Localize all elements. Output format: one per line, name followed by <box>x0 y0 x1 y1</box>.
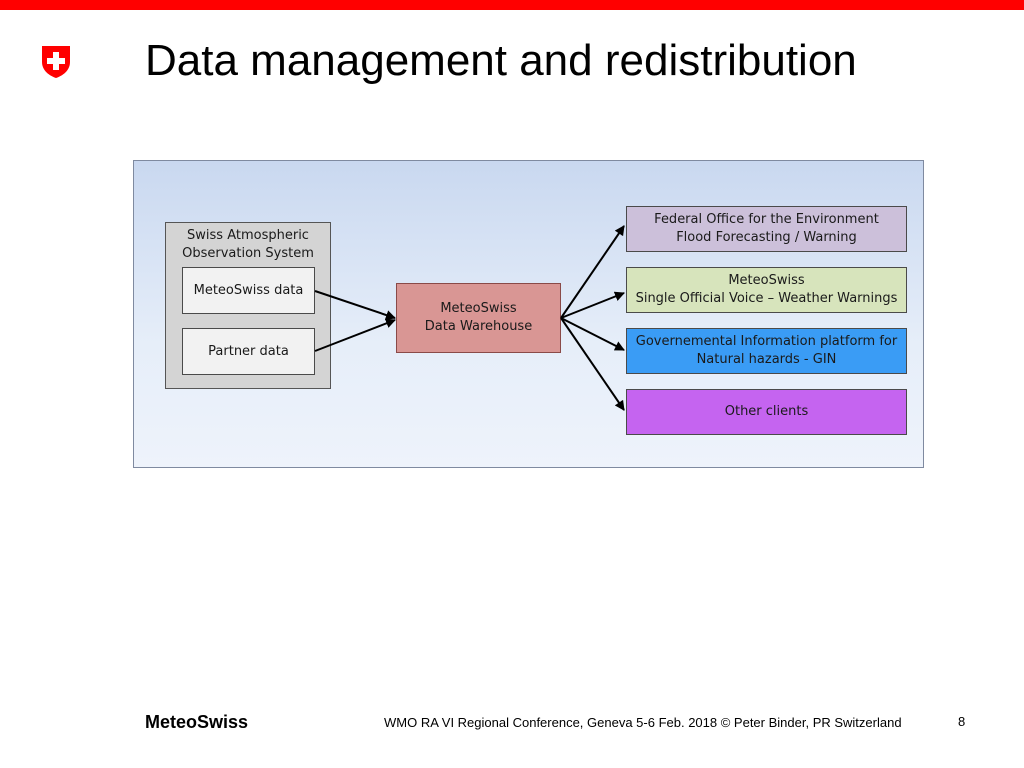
footer-text: WMO RA VI Regional Conference, Geneva 5-… <box>384 715 902 730</box>
footer-brand-logo: MeteoSwiss <box>145 712 249 732</box>
target-single-official-voice: MeteoSwiss Single Official Voice – Weath… <box>626 267 907 313</box>
data-warehouse-box: MeteoSwiss Data Warehouse <box>396 283 561 353</box>
source-group-title: Swiss Atmospheric Observation System <box>182 228 314 261</box>
target-federal-office: Federal Office for the Environment Flood… <box>626 206 907 252</box>
target-gin-platform: Governemental Information platform for N… <box>626 328 907 374</box>
top-accent-bar <box>0 0 1024 10</box>
page-title: Data management and redistribution <box>145 36 857 85</box>
source-partner-data: Partner data <box>182 328 315 375</box>
target-other-clients: Other clients <box>626 389 907 435</box>
source-meteoswiss-data: MeteoSwiss data <box>182 267 315 314</box>
page-number: 8 <box>958 714 966 729</box>
swiss-shield-icon <box>42 46 70 78</box>
